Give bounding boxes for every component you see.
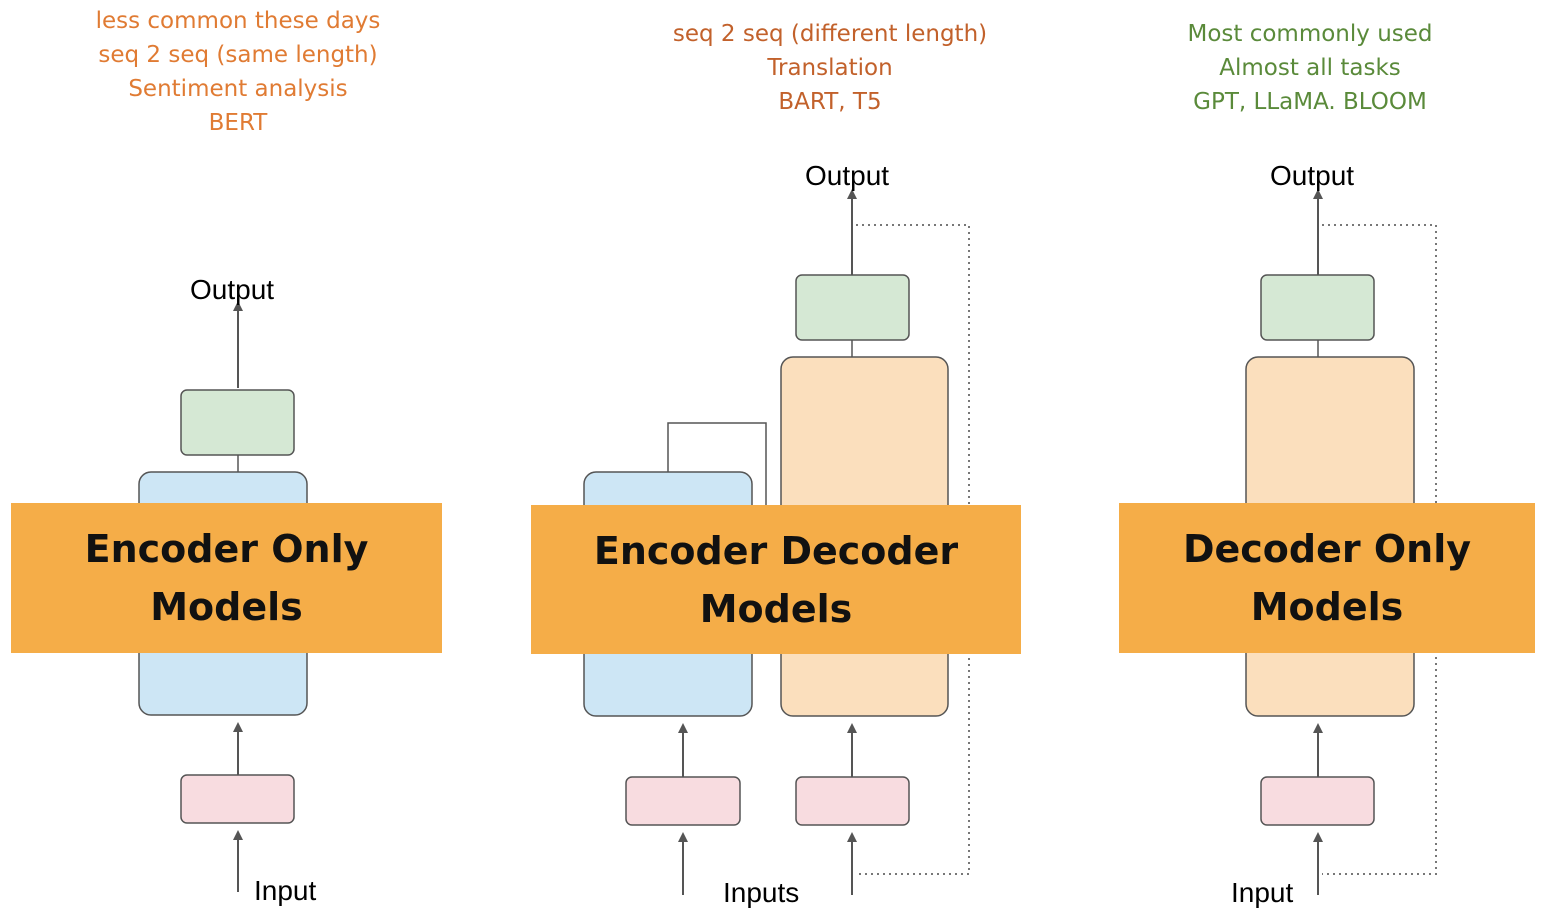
input-embedding-block <box>1260 776 1375 826</box>
encoder-decoder-title-banner: Encoder Decoder Models <box>531 505 1021 654</box>
encoder-to-decoder-link <box>667 422 767 505</box>
input-label: Input <box>254 875 317 906</box>
encoder-only-title-banner: Encoder Only Models <box>11 503 442 653</box>
note-line: seq 2 seq (different length) <box>672 21 988 47</box>
note-line: BERT <box>208 110 268 136</box>
banner-title-line: Models <box>150 585 303 629</box>
banner-title-line: Encoder Decoder <box>593 528 959 573</box>
inputs-label: Inputs <box>723 877 800 908</box>
banner-title-line: Models <box>1250 585 1404 629</box>
decoder-input-embedding-block <box>795 776 910 826</box>
banner-title-line: Encoder Only <box>84 527 369 571</box>
input-embedding-block <box>180 774 295 824</box>
decoder-only-notes: Most commonly used Almost all tasks GPT,… <box>1140 17 1480 119</box>
output-block <box>1260 274 1375 341</box>
banner-title-line: Decoder Only <box>1182 527 1472 571</box>
output-label: Output <box>1270 160 1355 191</box>
note-line: GPT, LLaMA. BLOOM <box>1193 89 1427 115</box>
encoder-decoder-notes: seq 2 seq (different length) Translation… <box>650 17 1010 119</box>
encoder-input-embedding-block <box>625 776 741 826</box>
note-line: Translation <box>767 55 893 81</box>
note-line: Most commonly used <box>1187 21 1433 47</box>
output-label: Output <box>190 274 275 305</box>
input-label: Input <box>1231 877 1294 908</box>
encoder-only-notes: less common these days seq 2 seq (same l… <box>60 4 416 140</box>
output-block <box>180 389 295 456</box>
note-line: BART, T5 <box>778 89 882 115</box>
output-block <box>795 274 910 341</box>
note-line: less common these days <box>95 8 381 34</box>
banner-title-line: Models <box>699 586 853 631</box>
output-label: Output <box>805 160 890 191</box>
decoder-only-title-banner: Decoder Only Models <box>1119 503 1535 653</box>
note-line: seq 2 seq (same length) <box>98 42 378 68</box>
note-line: Almost all tasks <box>1219 55 1401 81</box>
note-line: Sentiment analysis <box>128 76 348 102</box>
